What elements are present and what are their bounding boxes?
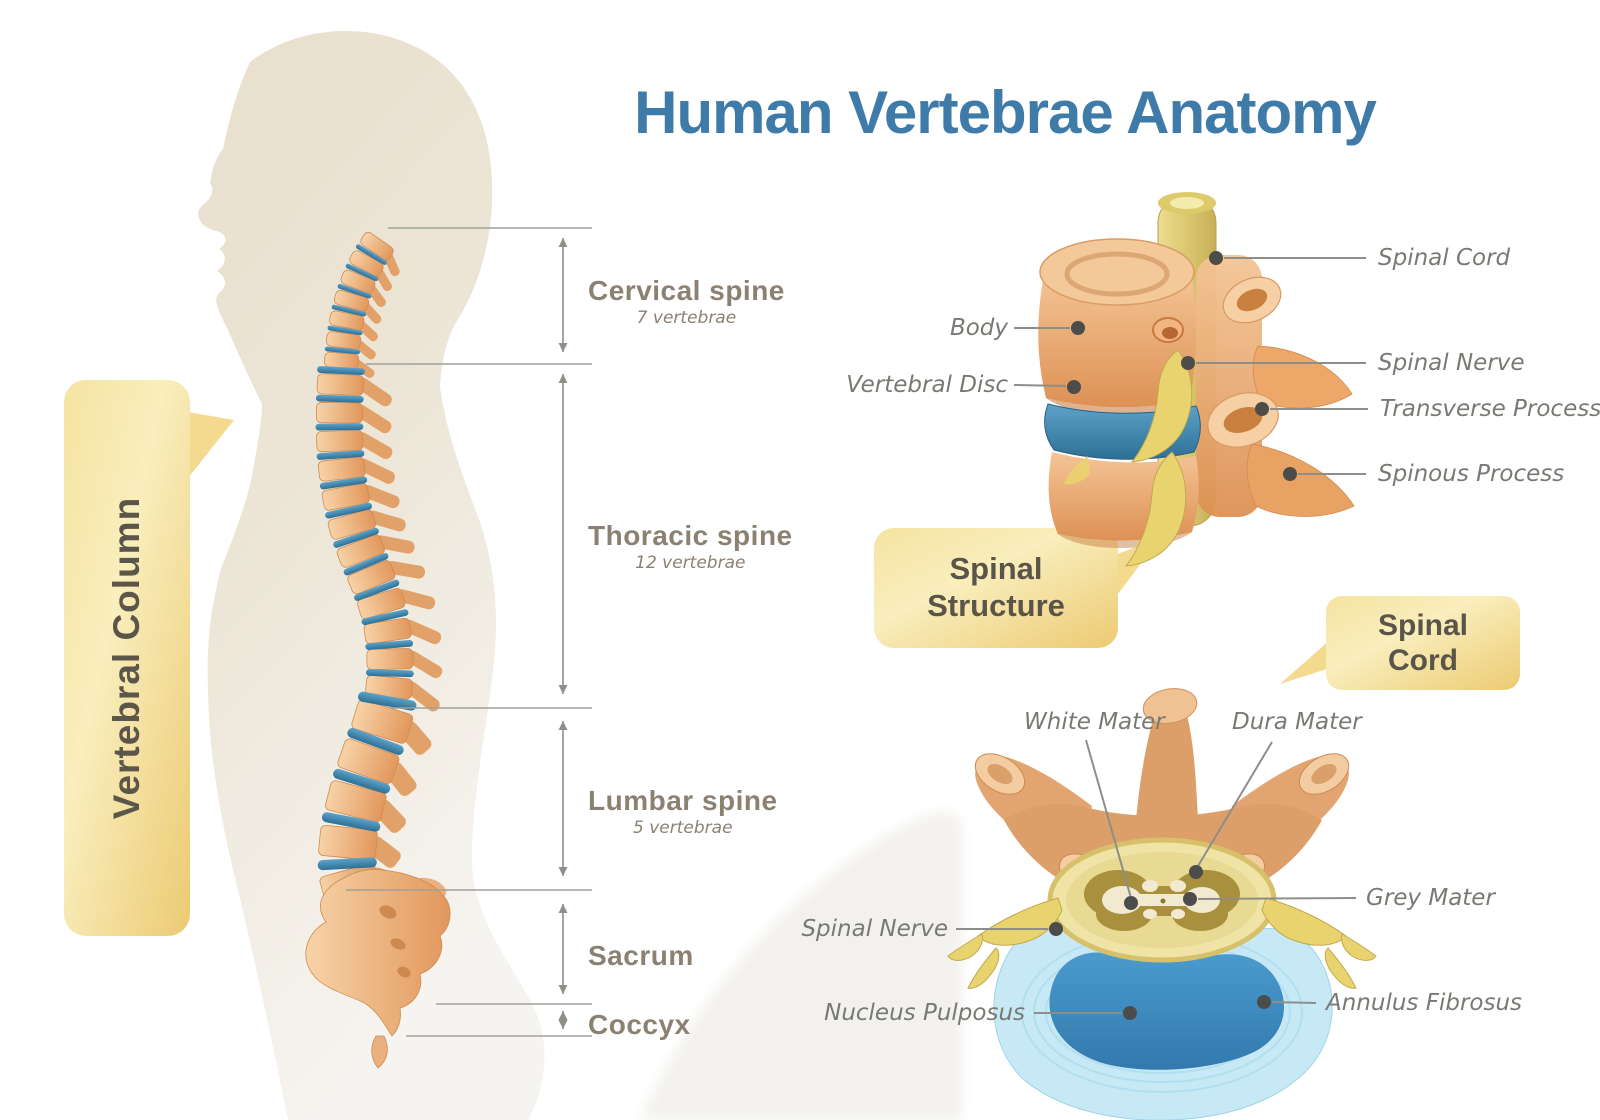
spinal-cord-bubble-tail bbox=[1280, 640, 1330, 684]
label-body: Body bbox=[949, 315, 1008, 341]
spinal-structure-bubble bbox=[874, 528, 1118, 648]
label-spinal-cord: Spinal Cord bbox=[1378, 245, 1511, 271]
label-grey-mater: Grey Mater bbox=[1366, 885, 1495, 911]
spinal-cord-cross-section bbox=[947, 688, 1377, 1120]
nucleus-pulposus-shape bbox=[1049, 952, 1285, 1070]
section-coccyx: Coccyx bbox=[588, 1009, 691, 1040]
callout-shapes bbox=[64, 380, 1520, 936]
label-spinous-process: Spinous Process bbox=[1378, 461, 1565, 487]
leader-lines bbox=[956, 257, 1368, 1014]
page-title: Human Vertebrae Anatomy bbox=[634, 79, 1377, 146]
section-cervical-count: 7 vertebrae bbox=[636, 308, 737, 329]
spinal-nerve-roots bbox=[947, 897, 1377, 989]
leader-dots bbox=[1049, 251, 1297, 1020]
arm-shadow bbox=[640, 812, 963, 1120]
label-annulus-fibrosus: Annulus Fibrosus bbox=[1326, 990, 1523, 1016]
label-spinal-nerve-cross: Spinal Nerve bbox=[801, 916, 948, 942]
spinal-structure-illustration bbox=[1038, 192, 1355, 567]
vertebral-column-bubble bbox=[64, 380, 190, 936]
spinous-process-upper bbox=[1252, 345, 1353, 409]
coccyx-bone bbox=[371, 1035, 388, 1069]
section-thoracic-name: Thoracic spine bbox=[588, 520, 793, 551]
section-lumbar: Lumbar spine 5 vertebrae bbox=[588, 785, 778, 839]
spine-illustration bbox=[315, 232, 443, 907]
section-sacrum-name: Sacrum bbox=[588, 940, 694, 971]
measurement-brackets bbox=[346, 227, 592, 1037]
sacrum-illustration bbox=[305, 869, 451, 1069]
section-sacrum: Sacrum bbox=[588, 940, 694, 971]
spinal-nerve-upper bbox=[1130, 349, 1193, 463]
section-cervical-name: Cervical spine bbox=[588, 275, 785, 306]
vertebral-column-label: Vertebral Column bbox=[106, 496, 147, 820]
spinal-cord-bubble bbox=[1326, 596, 1520, 690]
vertebral-column-bubble-tail bbox=[188, 412, 234, 478]
label-dura-mater: Dura Mater bbox=[1232, 709, 1362, 735]
section-lumbar-count: 5 vertebrae bbox=[633, 818, 733, 839]
section-thoracic-count: 12 vertebrae bbox=[635, 553, 746, 574]
section-lumbar-name: Lumbar spine bbox=[588, 785, 778, 816]
label-nucleus-pulposus: Nucleus Pulposus bbox=[824, 1000, 1025, 1026]
spinal-nerve-lower bbox=[1124, 451, 1187, 567]
label-vertebral-disc: Vertebral Disc bbox=[846, 372, 1008, 398]
spinal-cord-bubble-label: Spinal Cord bbox=[1377, 608, 1468, 677]
label-white-mater: White Mater bbox=[1024, 709, 1165, 735]
section-coccyx-name: Coccyx bbox=[588, 1009, 691, 1040]
label-spinal-nerve: Spinal Nerve bbox=[1378, 350, 1525, 376]
section-cervical: Cervical spine 7 vertebrae bbox=[588, 275, 785, 329]
spinal-structure-bubble-label: Spinal Structure bbox=[927, 551, 1065, 623]
section-thoracic: Thoracic spine 12 vertebrae bbox=[588, 520, 793, 574]
spinous-process-lower bbox=[1246, 443, 1355, 517]
label-transverse-process: Transverse Process bbox=[1380, 396, 1600, 422]
